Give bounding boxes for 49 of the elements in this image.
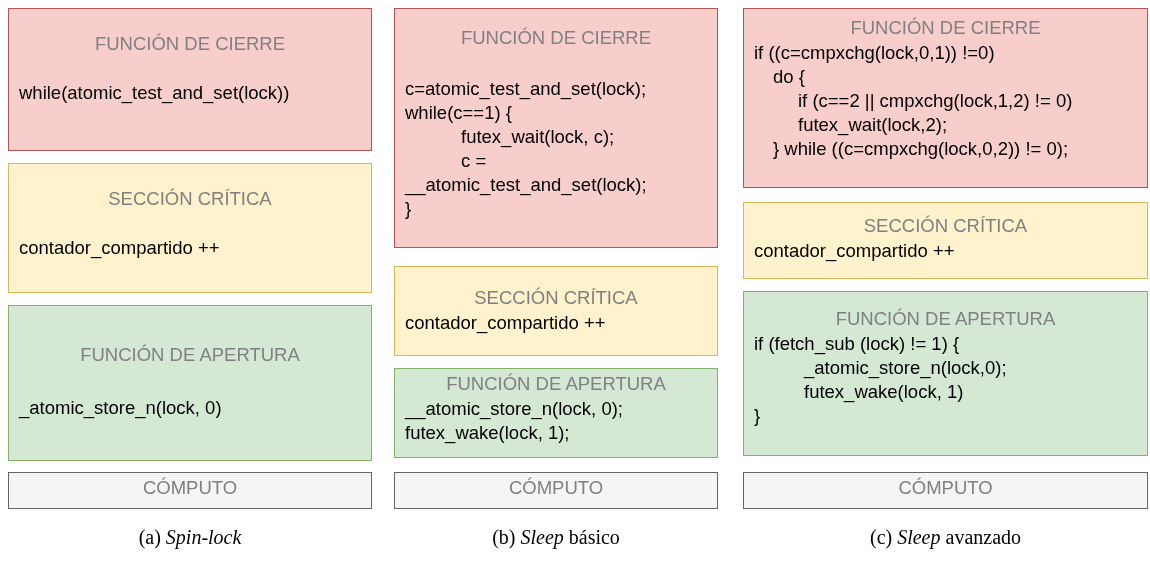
code-line: contador_compartido ++: [405, 311, 606, 335]
subfigure-caption: (c) Sleep avanzado: [870, 526, 1021, 548]
code-box: [8, 163, 372, 293]
section-heading: FUNCIÓN DE APERTURA: [445, 373, 667, 395]
code-line: while(atomic_test_and_set(lock)): [19, 81, 290, 105]
code-line: c =: [461, 149, 487, 173]
code-line: futex_wait(lock,2);: [798, 113, 948, 137]
code-line: if (fetch_sub (lock) != 1) {: [754, 332, 960, 356]
code-line: __atomic_store_n(lock, 0);: [405, 397, 623, 421]
code-box: [394, 266, 718, 356]
code-line: }: [754, 404, 761, 428]
stage-box: [394, 472, 718, 509]
section-heading: SECCIÓN CRÍTICA: [473, 287, 639, 309]
code-box: [743, 291, 1148, 456]
section-heading: FUNCIÓN DE CIERRE: [459, 27, 653, 49]
code-box: [394, 368, 718, 458]
section-heading: FUNCIÓN DE APERTURA: [79, 344, 301, 366]
code-line: _atomic_store_n(lock, 0): [19, 396, 222, 420]
section-heading: SECCIÓN CRÍTICA: [862, 215, 1029, 237]
code-line: if ((c=cmpxchg(lock,0,1)) !=0): [754, 41, 995, 65]
code-box: [8, 8, 372, 151]
section-heading: FUNCIÓN DE CIERRE: [93, 33, 287, 55]
code-box: [743, 8, 1148, 188]
code-box: [743, 202, 1148, 279]
code-line: }: [405, 197, 412, 221]
code-line: _atomic_store_n(lock,0);: [804, 356, 1007, 380]
stage-box: [8, 472, 372, 509]
code-line: futex_wake(lock, 1): [804, 380, 964, 404]
section-heading: CÓMPUTO: [141, 476, 239, 499]
code-box: [394, 8, 718, 248]
code-line: while(c==1) {: [405, 101, 512, 125]
section-heading: CÓMPUTO: [507, 476, 605, 499]
code-line: c=atomic_test_and_set(lock);: [405, 77, 647, 101]
code-line: if (c==2 || cmpxchg(lock,1,2) != 0): [798, 89, 1073, 113]
code-line: futex_wake(lock, 1);: [405, 421, 570, 445]
stage-box: [743, 472, 1148, 509]
code-line: contador_compartido ++: [19, 236, 220, 260]
section-heading: CÓMPUTO: [897, 476, 994, 499]
section-heading: FUNCIÓN DE CIERRE: [849, 17, 1042, 39]
section-heading: FUNCIÓN DE APERTURA: [834, 308, 1057, 330]
code-line: __atomic_test_and_set(lock);: [405, 173, 647, 197]
code-line: futex_wait(lock, c);: [461, 125, 615, 149]
subfigure-caption: (a) Spin-lock: [138, 526, 242, 548]
code-line: do {: [773, 65, 805, 89]
subfigure-caption: (b) Sleep básico: [492, 526, 620, 548]
code-line: } while ((c=cmpxchg(lock,0,2)) != 0);: [773, 137, 1069, 161]
code-box: [8, 305, 372, 461]
code-line: contador_compartido ++: [754, 239, 955, 263]
section-heading: SECCIÓN CRÍTICA: [107, 188, 273, 210]
